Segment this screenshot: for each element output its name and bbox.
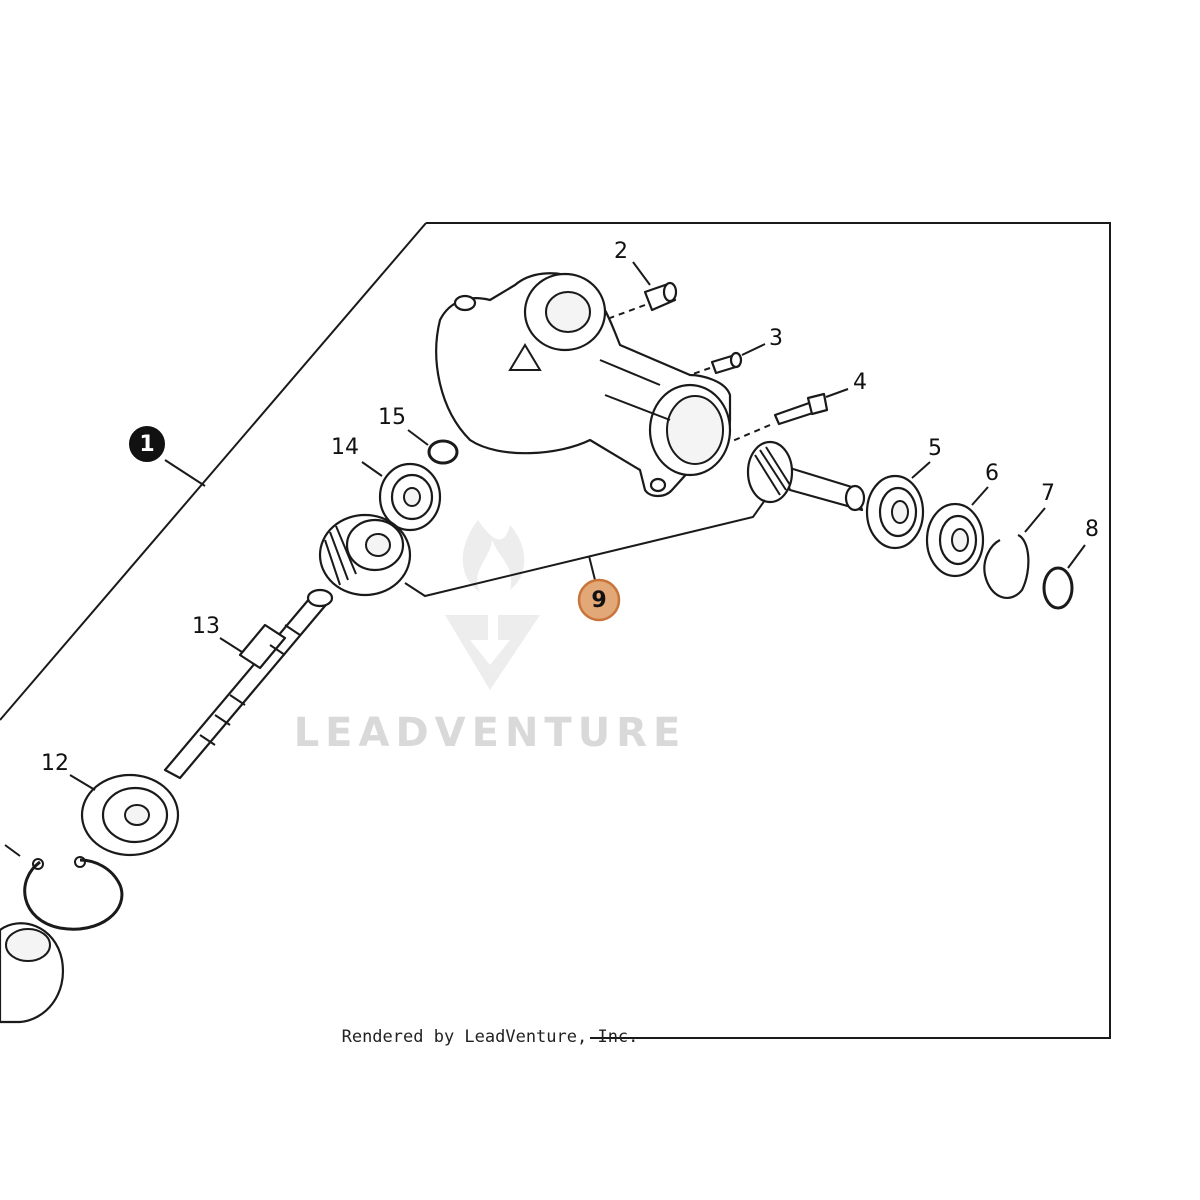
callout-1[interactable]: 1 — [129, 426, 165, 462]
screw-part-3 — [689, 351, 743, 376]
leadventure-watermark-logo — [445, 520, 540, 690]
callout-label: 1 — [139, 432, 154, 457]
gearbox-housing — [435, 272, 732, 498]
bevel-pinion-shaft — [746, 440, 866, 512]
callout-label: 3 — [769, 326, 783, 351]
ring-part-15 — [427, 439, 459, 465]
callout-14[interactable]: 14 — [331, 435, 359, 460]
callout-label: 13 — [192, 614, 220, 639]
callout-13[interactable]: 13 — [192, 614, 220, 639]
callout-5[interactable]: 5 — [928, 436, 942, 461]
ring-part-8 — [1042, 566, 1074, 610]
assembly-frame-diagonal — [0, 222, 427, 721]
screw-part-2 — [609, 281, 678, 319]
callout-3[interactable]: 3 — [769, 326, 783, 351]
callout-7[interactable]: 7 — [1041, 481, 1055, 506]
lower-housing-fragment — [0, 922, 65, 1024]
callout-4[interactable]: 4 — [853, 370, 867, 395]
warning-triangle-icon — [508, 343, 542, 371]
callout-label: 2 — [614, 239, 628, 264]
circlip-part-7 — [983, 533, 1030, 600]
callout-label: 15 — [378, 405, 406, 430]
callout-label: 7 — [1041, 481, 1055, 506]
bearing-part-14 — [378, 462, 442, 532]
callout-6[interactable]: 6 — [985, 461, 999, 486]
callout-label: 6 — [985, 461, 999, 486]
callout-label: 14 — [331, 435, 359, 460]
watermark-text: LEADVENTURE — [294, 710, 687, 756]
bearing-part-12 — [80, 773, 180, 857]
callout-label: 9 — [591, 588, 606, 613]
spline-shaft-part-13 — [163, 588, 334, 780]
bevel-gear — [318, 513, 412, 597]
leader-lines — [4, 261, 1086, 857]
assembly-frame — [426, 222, 1111, 1039]
bearing-part-5 — [865, 474, 925, 550]
callout-2[interactable]: 2 — [614, 239, 628, 264]
bearing-part-6 — [925, 502, 985, 578]
callout-label: 4 — [853, 370, 867, 395]
callout-label: 5 — [928, 436, 942, 461]
callout-8[interactable]: 8 — [1085, 517, 1099, 542]
callout-15[interactable]: 15 — [378, 405, 406, 430]
callout-label: 8 — [1085, 517, 1099, 542]
callout-12[interactable]: 12 — [41, 751, 69, 776]
callout-9[interactable]: 9 — [577, 578, 621, 622]
callout-label: 12 — [41, 751, 69, 776]
screw-part-4 — [729, 392, 829, 443]
render-credit: Rendered by LeadVenture, Inc. — [342, 1027, 639, 1047]
callout-9-bracket — [404, 499, 766, 598]
circlip-lower — [23, 856, 124, 931]
